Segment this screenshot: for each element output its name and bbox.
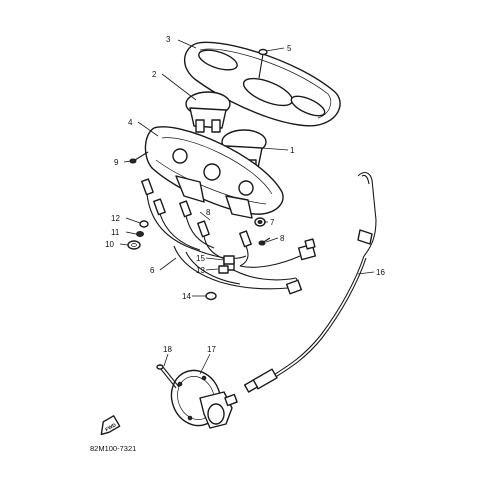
clamp-13	[218, 265, 229, 274]
callout-11: 11	[111, 228, 120, 237]
grommet-7	[254, 217, 266, 227]
callout-5: 5	[287, 44, 292, 53]
screw-18	[156, 364, 180, 389]
speedometer-cable	[243, 171, 377, 393]
bulb-sockets	[141, 178, 252, 248]
screw-5	[258, 48, 268, 79]
callout-14: 14	[182, 292, 191, 301]
fwd-arrow-icon: FWD	[100, 415, 121, 436]
speedometer	[185, 91, 231, 133]
callout-15: 15	[196, 254, 205, 263]
callout-17: 17	[207, 345, 216, 354]
callout-8b: 8	[280, 234, 285, 243]
callout-9: 9	[114, 158, 119, 167]
screw-9	[129, 151, 149, 164]
harness-connectors	[223, 238, 317, 295]
callout-3: 3	[166, 35, 171, 44]
part-code: 82M100-7321	[90, 444, 136, 453]
callout-13: 13	[196, 266, 205, 275]
collar-10	[127, 240, 141, 250]
callout-8a: 8	[206, 208, 211, 217]
callout-6: 6	[150, 266, 155, 275]
nut-11	[136, 231, 144, 237]
fwd-label: FWD	[105, 422, 118, 433]
clamp-15	[223, 255, 235, 265]
part-code-text: 82M100-7321	[90, 444, 136, 453]
callout-4: 4	[128, 118, 133, 127]
callout-18: 18	[163, 345, 172, 354]
callout-16: 16	[376, 268, 385, 277]
callout-1: 1	[290, 146, 295, 155]
meter-housing	[144, 126, 284, 219]
bolt-8	[258, 237, 271, 246]
speedometer-gear-unit	[170, 369, 238, 429]
meter-cover	[183, 41, 341, 127]
leader-lines	[119, 39, 375, 375]
callout-7: 7	[270, 218, 275, 227]
callout-2: 2	[152, 70, 157, 79]
band-14	[205, 291, 217, 301]
callout-10: 10	[105, 240, 114, 249]
callout-labels: 1 2 3 4 5 6 7 8 8 9 10 11 12 13 14 15 16…	[105, 35, 385, 354]
callout-12: 12	[111, 214, 120, 223]
grommet-12	[139, 220, 149, 228]
